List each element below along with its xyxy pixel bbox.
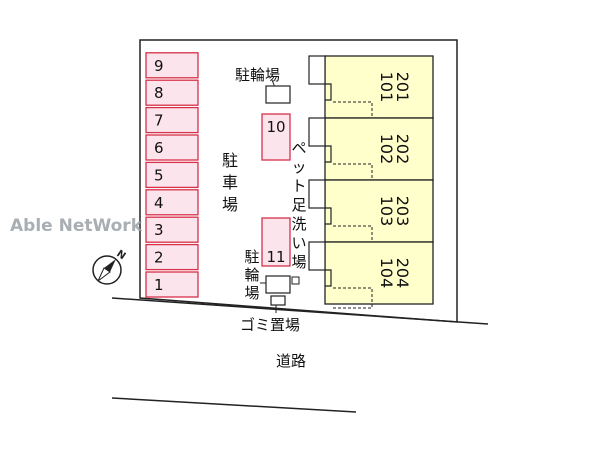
parking-space-label: 7: [154, 112, 164, 130]
unit-202-102: [324, 117, 434, 181]
parking-space-3: [145, 216, 199, 243]
parking-space-label: 4: [154, 194, 164, 212]
bike-parking-bottom-label: 駐輪場: [244, 248, 259, 302]
unit-203-103: [324, 179, 434, 243]
pet-wash-area: [291, 276, 300, 285]
unit-204-104: [324, 241, 434, 305]
parking-space-11: [261, 217, 291, 267]
unit-entrance: [308, 179, 326, 209]
unit-lower-label: 102: [377, 134, 396, 165]
svg-text:い: い: [291, 234, 306, 252]
compass-icon: N: [92, 248, 127, 285]
svg-text:場: 場: [291, 253, 306, 271]
unit-entrance: [308, 55, 326, 85]
svg-text:洗: 洗: [291, 215, 306, 233]
svg-text:場: 場: [244, 284, 259, 302]
parking-space-label: 1: [154, 276, 164, 294]
watermark: Able NetWork: [10, 216, 143, 236]
parking-space-10-label: 10: [266, 118, 285, 136]
parking-space-4: [145, 189, 199, 216]
garbage-label: ゴミ置場: [240, 316, 300, 334]
parking-space-9: [145, 52, 199, 79]
unit-entrance: [308, 241, 326, 271]
road-edge-bottom: [111, 397, 357, 413]
svg-text:ペ: ペ: [291, 139, 306, 157]
parking-space-label: 6: [154, 139, 164, 157]
unit-upper-label: 204: [393, 258, 412, 289]
svg-text:駐: 駐: [244, 248, 259, 266]
parking-space-label: 5: [154, 166, 164, 184]
bike-parking-bottom: [265, 275, 291, 294]
svg-text:輪: 輪: [244, 266, 259, 284]
parking-space-1: [145, 271, 199, 298]
parking-space-label: 2: [154, 249, 164, 267]
parking-space-label: 8: [154, 84, 164, 102]
garbage-area: [270, 295, 286, 306]
unit-entrance: [308, 117, 326, 147]
parking-space-11-label: 11: [266, 248, 285, 266]
unit-lower-label: 103: [377, 196, 396, 227]
parking-space-6: [145, 134, 199, 161]
svg-text:ト: ト: [291, 177, 306, 195]
unit-upper-label: 202: [393, 134, 412, 165]
parking-space-2: [145, 243, 199, 271]
parking-space-7: [145, 106, 199, 134]
unit-upper-label: 203: [393, 196, 412, 227]
unit-201-101: [324, 55, 434, 119]
unit-upper-label: 201: [393, 72, 412, 103]
svg-text:足: 足: [291, 196, 306, 214]
road-edge-top: [111, 297, 489, 325]
unit-lower-label: 104: [377, 258, 396, 289]
road-label: 道路: [276, 352, 306, 370]
parking-stalls: 1 2 3 4 5 6 7 8 9: [145, 52, 199, 298]
parking-space-8: [145, 79, 199, 106]
parking-space-label: 9: [154, 57, 164, 75]
bike-parking-top-label: 駐輪場: [235, 66, 280, 84]
unit-lower-label: 101: [377, 72, 396, 103]
bike-parking-top: [265, 85, 291, 104]
parking-space-5: [145, 161, 199, 189]
svg-text:ッ: ッ: [291, 158, 306, 176]
parking-space-label: 3: [154, 221, 164, 239]
parking-lot-label: 駐車場: [222, 151, 238, 214]
parking-space-10: [261, 113, 291, 161]
